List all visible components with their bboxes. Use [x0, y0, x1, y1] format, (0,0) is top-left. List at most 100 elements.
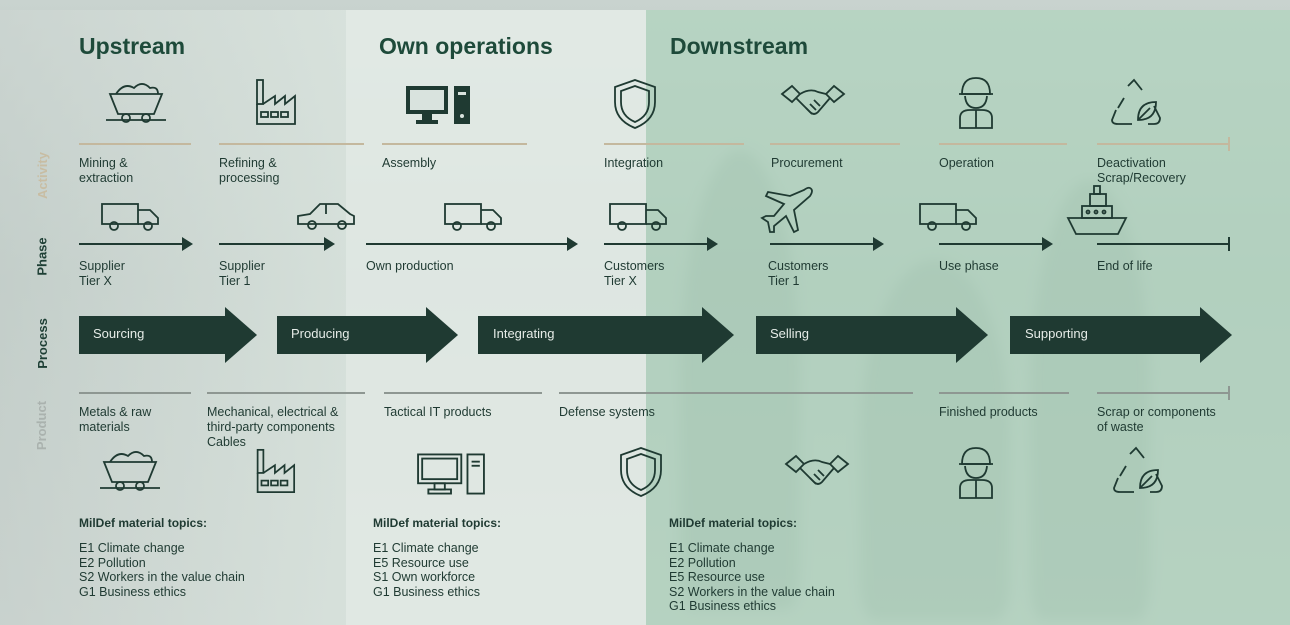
- airplane-icon: [760, 184, 816, 234]
- header-own-operations: Own operations: [379, 33, 553, 59]
- activity-line: [770, 143, 900, 145]
- topics-title-own: MilDef material topics:: [373, 516, 502, 530]
- activity-label: Refining & processing: [219, 156, 280, 185]
- activity-label: Deactivation Scrap/Recovery: [1097, 156, 1186, 185]
- process-label: Supporting: [1025, 326, 1088, 341]
- activity-label: Integration: [604, 156, 664, 170]
- activity-line: [939, 143, 1067, 145]
- recycle-icon: [1112, 444, 1164, 498]
- product-label: Finished products: [939, 405, 1038, 419]
- topic-item: E2 Pollution: [79, 555, 146, 570]
- topics-title-downstream: MilDef material topics:: [669, 516, 798, 530]
- topic-item: E2 Pollution: [669, 555, 736, 570]
- phase-line-end: [1097, 243, 1229, 245]
- product-line: [1097, 392, 1229, 394]
- product-end-marker: [1228, 386, 1230, 400]
- topics-title-upstream: MilDef material topics:: [79, 516, 208, 530]
- product-label: Metals & raw materials: [79, 405, 152, 434]
- side-label-phase: Phase: [34, 236, 50, 276]
- handshake-icon: [784, 450, 850, 494]
- process-arrow-integrating: Integrating: [478, 307, 734, 363]
- product-line: [559, 392, 913, 394]
- activity-line: [1097, 143, 1229, 145]
- mine-cart-icon: [98, 448, 162, 494]
- topic-item: S2 Workers in the value chain: [669, 584, 835, 599]
- topic-item: E5 Resource use: [669, 570, 765, 584]
- side-label-activity: Activity: [34, 151, 50, 199]
- shield-icon: [612, 78, 658, 130]
- topics-list-upstream: E1 Climate change E2 Pollution S2 Worker…: [79, 541, 245, 599]
- topic-item: S1 Own workforce: [373, 570, 476, 584]
- process-label: Sourcing: [93, 326, 145, 341]
- worker-icon: [956, 444, 996, 500]
- handshake-icon: [780, 80, 846, 124]
- phase-arrow: [79, 243, 183, 245]
- phase-arrow: [770, 243, 874, 245]
- process-arrow-supporting: Supporting: [1010, 307, 1232, 363]
- process-arrow-selling: Selling: [756, 307, 988, 363]
- phase-end-marker: [1228, 237, 1230, 251]
- product-label: Tactical IT products: [384, 405, 492, 419]
- truck-icon: [443, 200, 503, 232]
- process-arrow-sourcing: Sourcing: [79, 307, 257, 363]
- product-label: Mechanical, electrical & third-party com…: [207, 405, 339, 449]
- phase-label: Use phase: [939, 259, 999, 273]
- topic-item: E1 Climate change: [373, 541, 479, 555]
- process-label: Producing: [291, 326, 350, 341]
- phase-label: Customers Tier 1: [768, 259, 829, 288]
- topics-list-downstream: E1 Climate change E2 Pollution E5 Resour…: [669, 541, 835, 614]
- process-arrow-producing: Producing: [277, 307, 458, 363]
- product-line: [939, 392, 1069, 394]
- topic-item: G1 Business ethics: [79, 584, 186, 599]
- phase-arrow: [366, 243, 568, 245]
- phase-label: Customers Tier X: [604, 259, 665, 288]
- computer-icon: [416, 452, 486, 496]
- topic-item: G1 Business ethics: [373, 584, 480, 599]
- topic-item: S2 Workers in the value chain: [79, 570, 245, 584]
- phase-label: Supplier Tier X: [79, 259, 125, 288]
- product-line: [79, 392, 191, 394]
- process-label: Selling: [770, 326, 810, 341]
- ship-icon: [1066, 184, 1128, 240]
- truck-icon: [100, 200, 160, 232]
- activity-line: [382, 143, 527, 145]
- phase-label: Own production: [366, 259, 454, 273]
- topic-item: G1 Business ethics: [669, 599, 776, 613]
- phase-arrow: [939, 243, 1043, 245]
- phase-arrowhead: [873, 237, 884, 251]
- phase-arrowhead: [567, 237, 578, 251]
- mine-cart-icon: [104, 80, 168, 126]
- side-label-product: Product: [34, 400, 50, 450]
- shield-icon: [618, 446, 664, 498]
- header-upstream: Upstream: [79, 33, 186, 59]
- topics-list-own: E1 Climate change E5 Resource use S1 Own…: [373, 541, 480, 599]
- phase-label: Supplier Tier 1: [219, 259, 265, 288]
- activity-line: [79, 143, 191, 145]
- phase-arrow: [219, 243, 325, 245]
- activity-label: Assembly: [382, 156, 437, 170]
- truck-icon: [918, 200, 978, 232]
- topic-item: E5 Resource use: [373, 555, 469, 570]
- activity-line: [219, 143, 364, 145]
- product-line: [207, 392, 365, 394]
- phase-arrow: [604, 243, 708, 245]
- computer-icon: [404, 84, 472, 126]
- topic-item: E1 Climate change: [669, 541, 775, 555]
- truck-icon: [608, 200, 668, 232]
- worker-icon: [956, 74, 996, 130]
- activity-line: [604, 143, 744, 145]
- phase-arrowhead: [324, 237, 335, 251]
- process-label: Integrating: [493, 326, 555, 341]
- activity-label: Procurement: [771, 156, 843, 170]
- phase-arrowhead: [182, 237, 193, 251]
- factory-icon: [247, 446, 299, 496]
- product-line: [384, 392, 542, 394]
- phase-arrowhead: [1042, 237, 1053, 251]
- activity-label: Operation: [939, 156, 994, 170]
- phase-label: End of life: [1097, 259, 1153, 273]
- product-label: Defense systems: [559, 405, 655, 419]
- side-label-process: Process: [34, 317, 50, 369]
- recycle-icon: [1110, 76, 1162, 130]
- phase-arrowhead: [707, 237, 718, 251]
- activity-end-marker: [1228, 137, 1230, 151]
